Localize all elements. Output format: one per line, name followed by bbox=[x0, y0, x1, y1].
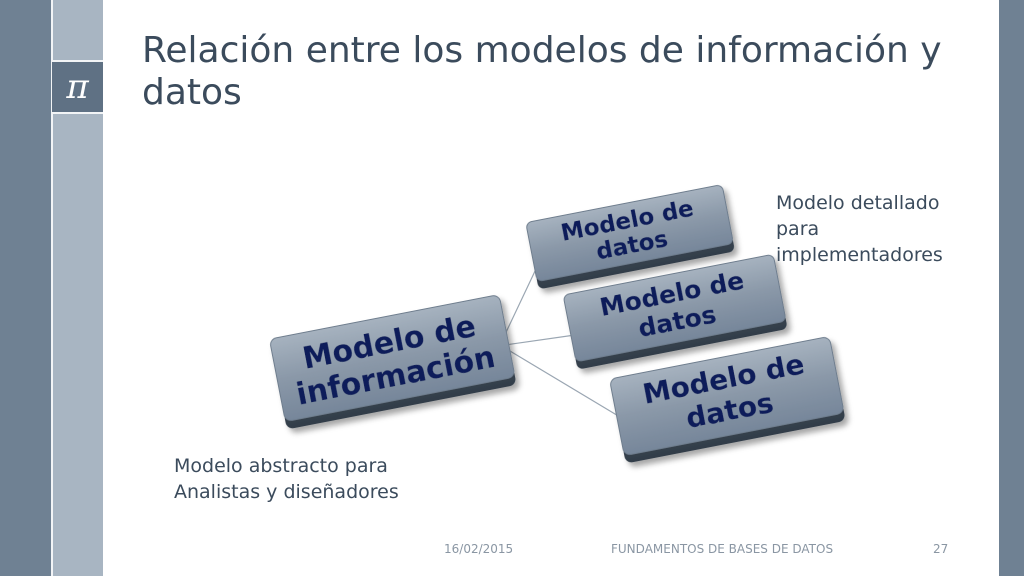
slide-title: Relación entre los modelos de informació… bbox=[142, 30, 942, 113]
footer-date: 16/02/2015 bbox=[444, 542, 514, 556]
left-strip-divider bbox=[51, 0, 53, 576]
connector-line-middle bbox=[504, 333, 583, 346]
footer-title: FUNDAMENTOS DE BASES DE DATOS bbox=[611, 542, 834, 556]
callout-abstract-model: Modelo abstracto para Analistas y diseña… bbox=[174, 455, 399, 503]
connector-line-bottom bbox=[504, 347, 626, 421]
data-model-box-3: Modelo de datos bbox=[610, 337, 845, 463]
page-number: 27 bbox=[933, 542, 949, 556]
pi-symbol: π bbox=[66, 67, 89, 107]
right-decor-strip bbox=[999, 0, 1024, 576]
data-model-box-2: Modelo de datos bbox=[563, 254, 787, 369]
left-decor-strip bbox=[0, 0, 52, 576]
callout-detailed-model: Modelo detallado para implementadores bbox=[776, 192, 943, 266]
info-model-box: Modelo de información bbox=[270, 295, 516, 429]
data-model-box-1: Modelo de datos bbox=[526, 185, 734, 289]
pi-icon: π bbox=[52, 60, 103, 114]
